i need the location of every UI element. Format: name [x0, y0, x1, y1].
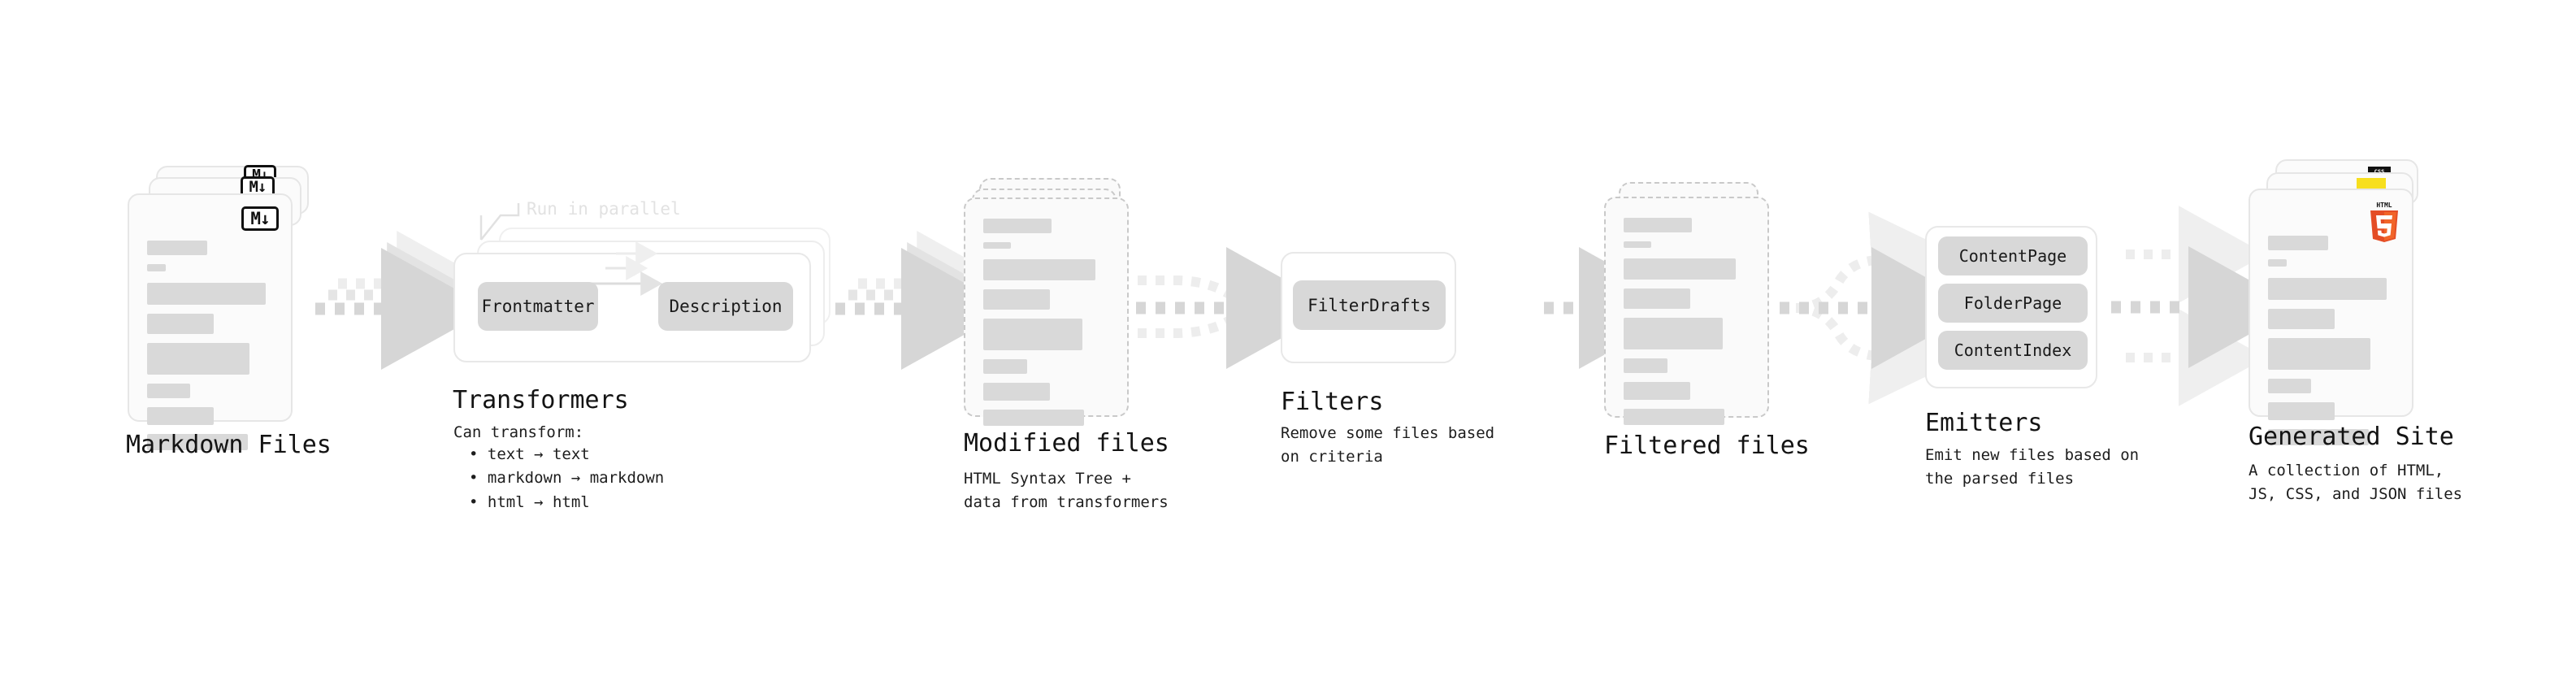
- stage-label-filters: Filters: [1281, 388, 1384, 416]
- filter-pill-filterdrafts[interactable]: FilterDrafts: [1293, 280, 1446, 330]
- arrow-markdown-to-transformers: [315, 231, 492, 370]
- stage-label-modified-files: Modified files: [964, 429, 1169, 458]
- document-content-bars: [147, 241, 273, 459]
- emitter-pill-contentindex[interactable]: ContentIndex: [1938, 331, 2088, 370]
- stage-description-emitters: Emit new files based on the parsed files: [1925, 446, 2140, 488]
- stage-label-generated-site: Generated Site: [2249, 423, 2454, 451]
- stage-description-modified-files: HTML Syntax Tree + data from transformer…: [964, 470, 1169, 512]
- filtered-file-card-front: [1604, 197, 1769, 425]
- svg-text:HTML: HTML: [2376, 202, 2392, 209]
- transformer-capability-item: • markdown → markdown: [469, 469, 665, 488]
- transformer-capability-list: • text → text • markdown → markdown • ht…: [469, 443, 664, 514]
- transformer-capability-item: • text → text: [469, 445, 590, 463]
- emitter-pill-contentpage[interactable]: ContentPage: [1938, 236, 2088, 275]
- file-card-front: M↓: [128, 193, 293, 450]
- stage-label-filtered-files: Filtered files: [1604, 432, 1810, 460]
- transformer-pill-description[interactable]: Description: [658, 282, 793, 331]
- arrow-emitters-to-site: [2111, 206, 2298, 406]
- stage-description-transformers: Can transform:: [453, 423, 584, 441]
- stage-description-filters: Remove some files based on criteria: [1281, 424, 1495, 466]
- document-content-bars: [2268, 236, 2394, 454]
- site-file-card-html: HTML: [2249, 189, 2413, 445]
- stage-label-markdown-files: Markdown Files: [126, 431, 332, 459]
- markdown-icon: M↓: [241, 206, 279, 231]
- transformer-pill-frontmatter[interactable]: Frontmatter: [478, 282, 598, 331]
- stage-description-generated-site: A collection of HTML, JS, CSS, and JSON …: [2249, 462, 2463, 504]
- document-content-bars: [983, 219, 1109, 435]
- transformer-capability-item: • html → html: [469, 492, 590, 511]
- stage-label-emitters: Emitters: [1925, 409, 2043, 437]
- document-content-bars: [1624, 218, 1750, 434]
- arrow-modified-to-filters: [1136, 247, 1336, 369]
- modified-file-card-front: [964, 197, 1129, 426]
- stage-label-transformers: Transformers: [453, 386, 629, 414]
- emitter-pill-folderpage[interactable]: FolderPage: [1938, 284, 2088, 323]
- arrow-filtered-to-emitters: [1780, 211, 1981, 405]
- arrow-transformers-to-modified: [835, 231, 1013, 370]
- run-in-parallel-annotation: Run in parallel: [527, 199, 681, 219]
- svg-text:CSS: CSS: [2374, 169, 2385, 176]
- html5-icon: HTML: [2370, 202, 2398, 242]
